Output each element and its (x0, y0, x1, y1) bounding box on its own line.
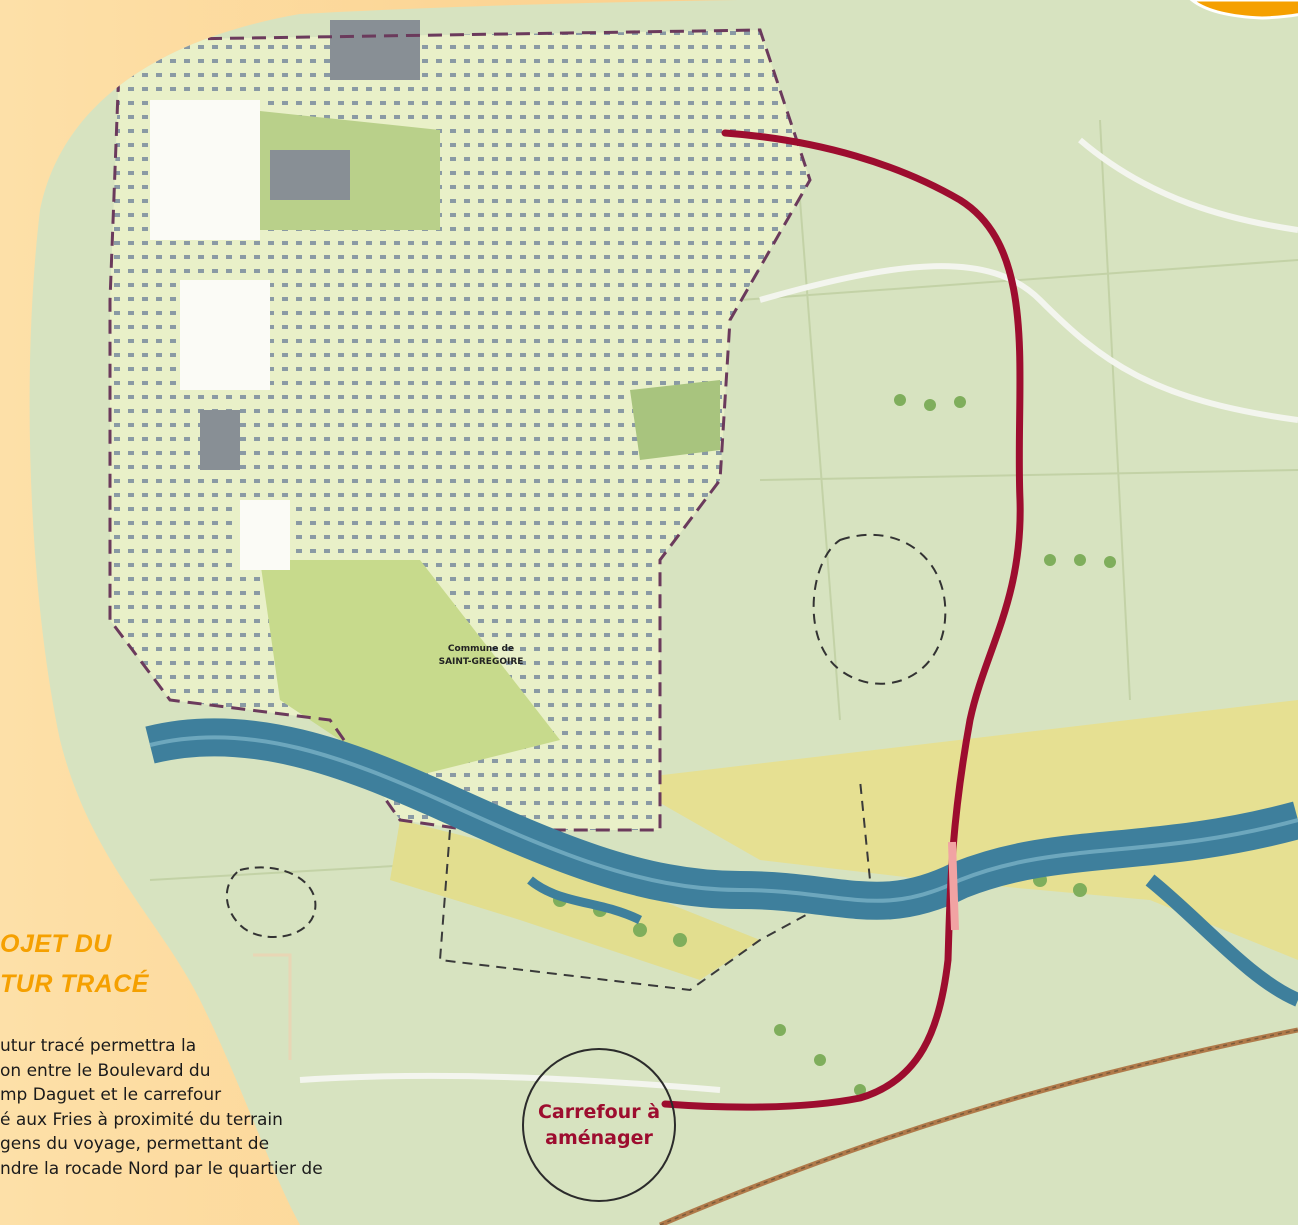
description-line: mp Daguet et le carrefour (0, 1085, 222, 1105)
green-square (630, 380, 720, 460)
pond (527, 876, 643, 925)
district-boundary (108, 28, 812, 832)
description-line: utur tracé permettra la (0, 1036, 197, 1056)
dashed-perimeter (225, 866, 317, 938)
building (330, 20, 420, 80)
parcel-white (240, 500, 290, 570)
panel-description: utur tracé permettra la on entre le Boul… (0, 1034, 372, 1181)
rural-roads (299, 137, 1298, 1093)
river-branch (1145, 874, 1298, 1007)
building (200, 410, 240, 470)
park-south (260, 560, 560, 780)
callout-line2: aménager (545, 1127, 653, 1149)
commune-label-line2: SAINT-GREGOIRE (439, 657, 524, 667)
description-line: ndre la rocade Nord par le quartier de (0, 1158, 323, 1179)
commune-label-line1: Commune de (448, 644, 514, 654)
description-line: é aux Fries à proximité du terrain (0, 1109, 283, 1130)
description-line: gens du voyage, permettant de (0, 1134, 270, 1154)
parcel-white (180, 280, 270, 390)
orange-badge-fragment (1189, 0, 1298, 20)
dashed-perimeter (812, 533, 947, 685)
panel-heading-line1: OJET DU (0, 930, 112, 958)
planned-road-trace (661, 129, 1024, 1111)
parcel-white (150, 100, 260, 240)
river-highlight (149, 735, 1298, 903)
description-line: on entre le Boulevard du (0, 1060, 211, 1081)
callout-line1: Carrefour à (537, 1101, 661, 1123)
railway-ties (659, 1029, 1298, 1225)
yellow-field (620, 700, 1298, 960)
building (270, 150, 350, 200)
bridge-section (948, 841, 959, 931)
carrefour-callout: Carrefour à aménager (522, 1048, 676, 1202)
panel-heading-line2: TUR TRACÉ (0, 970, 149, 998)
zone-boundary (438, 779, 872, 992)
panel-frame (253, 953, 292, 1060)
